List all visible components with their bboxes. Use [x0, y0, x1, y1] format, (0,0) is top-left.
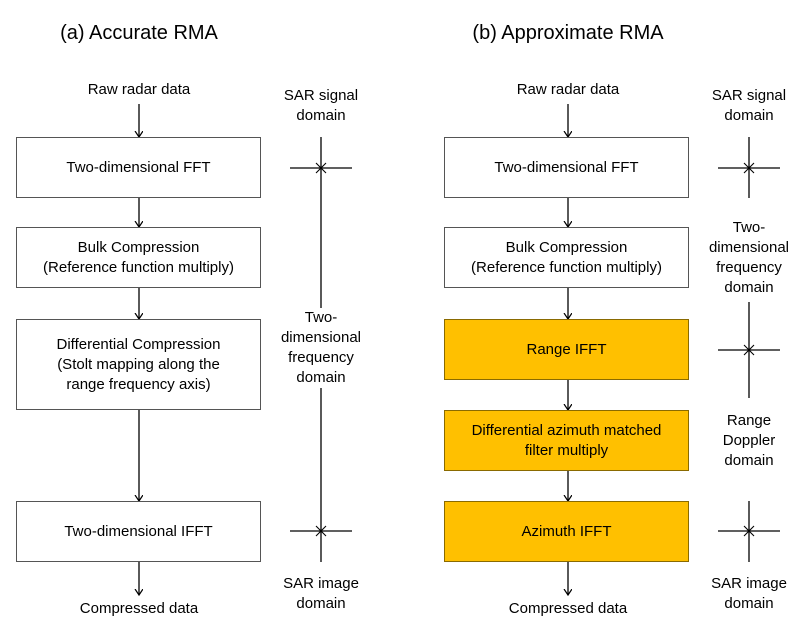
panel-a-freq-line1: Two- — [304, 309, 338, 326]
cross-b-range-x2 — [743, 344, 755, 356]
panel-b-title: (b) Approximate RMA — [472, 22, 664, 44]
panel-a-signal-line1: SAR signal — [283, 87, 359, 104]
panel-b-signal-line2: domain — [724, 107, 774, 124]
panel-b-output-label: Compressed data — [508, 600, 628, 617]
cross-a-image-x2 — [315, 525, 327, 537]
panel-b-signal-line1: SAR signal — [711, 87, 787, 104]
panel-b-freq-line4: domain — [724, 279, 774, 296]
panel-b-rd-line3: domain — [724, 452, 774, 469]
panel-b-range-ifft-box: Range IFFT — [444, 319, 689, 380]
panel-b-bulk-box: Bulk Compression (Reference function mul… — [444, 227, 689, 288]
panel-b-freq-line3: frequency — [716, 259, 782, 276]
cross-b-signal-x2 — [743, 162, 755, 174]
panel-b-fft-text: Two-dimensional FFT — [494, 158, 639, 176]
panel-a-signal-line2: domain — [296, 107, 346, 124]
panel-b-range-ifft-text: Range IFFT — [526, 340, 607, 358]
panel-a-image-domain-label: SAR image domain — [266, 574, 376, 614]
panel-a-bulk-box: Bulk Compression (Reference function mul… — [16, 227, 261, 288]
panel-b-image-line1: SAR image — [711, 575, 787, 592]
panel-a-freq-line3: frequency — [288, 349, 354, 366]
panel-b-azimuth-ifft-box: Azimuth IFFT — [444, 501, 689, 562]
panel-a-diff-line3: range frequency axis) — [66, 375, 211, 393]
panel-b-signal-domain-label: SAR signal domain — [694, 86, 804, 126]
panel-b-azimuth-ifft-text: Azimuth IFFT — [521, 522, 612, 540]
panel-a-fft-text: Two-dimensional FFT — [66, 158, 211, 176]
panel-b-range-doppler-domain-label: Range Doppler domain — [699, 411, 799, 471]
panel-b-diff-azimuth-line2: filter multiply — [524, 441, 609, 459]
panel-b-frequency-domain-label: Two- dimensional frequency domain — [699, 218, 799, 298]
panel-a-ifft-text: Two-dimensional IFFT — [64, 522, 213, 540]
panel-b-bulk-line1: Bulk Compression — [505, 238, 628, 256]
panel-a-image-line1: SAR image — [283, 575, 359, 592]
panel-a-differential-box: Differential Compression (Stolt mapping … — [16, 319, 261, 410]
panel-a-freq-line4: domain — [296, 369, 346, 386]
panel-b-diff-azimuth-box: Differential azimuth matched filter mult… — [444, 410, 689, 471]
panel-a-signal-domain-label: SAR signal domain — [266, 86, 376, 126]
panel-b-bulk-line2: (Reference function multiply) — [471, 258, 662, 276]
panel-a-input-label: Raw radar data — [87, 81, 191, 98]
panel-a-fft-box: Two-dimensional FFT — [16, 137, 261, 198]
cross-b-image-x2 — [743, 525, 755, 537]
panel-b-rd-line1: Range — [726, 412, 772, 429]
cross-a-signal-x2 — [315, 162, 327, 174]
panel-a-title: (a) Accurate RMA — [60, 22, 218, 44]
panel-a-output-label: Compressed data — [79, 600, 199, 617]
panel-b-fft-box: Two-dimensional FFT — [444, 137, 689, 198]
panel-a-bulk-line2: (Reference function multiply) — [43, 258, 234, 276]
panel-b-diff-azimuth-line1: Differential azimuth matched — [471, 421, 662, 439]
panel-b-image-line2: domain — [724, 595, 774, 612]
panel-b-rd-line2: Doppler — [722, 432, 776, 449]
panel-a-image-line2: domain — [296, 595, 346, 612]
panel-a-diff-line1: Differential Compression — [56, 335, 221, 353]
panel-b-freq-line1: Two- — [732, 219, 766, 236]
panel-a-diff-line2: (Stolt mapping along the — [57, 355, 220, 373]
panel-a-ifft-box: Two-dimensional IFFT — [16, 501, 261, 562]
panel-b-input-label: Raw radar data — [516, 81, 620, 98]
panel-a-freq-line2: dimensional — [280, 329, 362, 346]
panel-b-freq-line2: dimensional — [708, 239, 790, 256]
panel-a-frequency-domain-label: Two- dimensional frequency domain — [271, 308, 371, 388]
panel-a-bulk-line1: Bulk Compression — [77, 238, 200, 256]
panel-b-image-domain-label: SAR image domain — [694, 574, 804, 614]
